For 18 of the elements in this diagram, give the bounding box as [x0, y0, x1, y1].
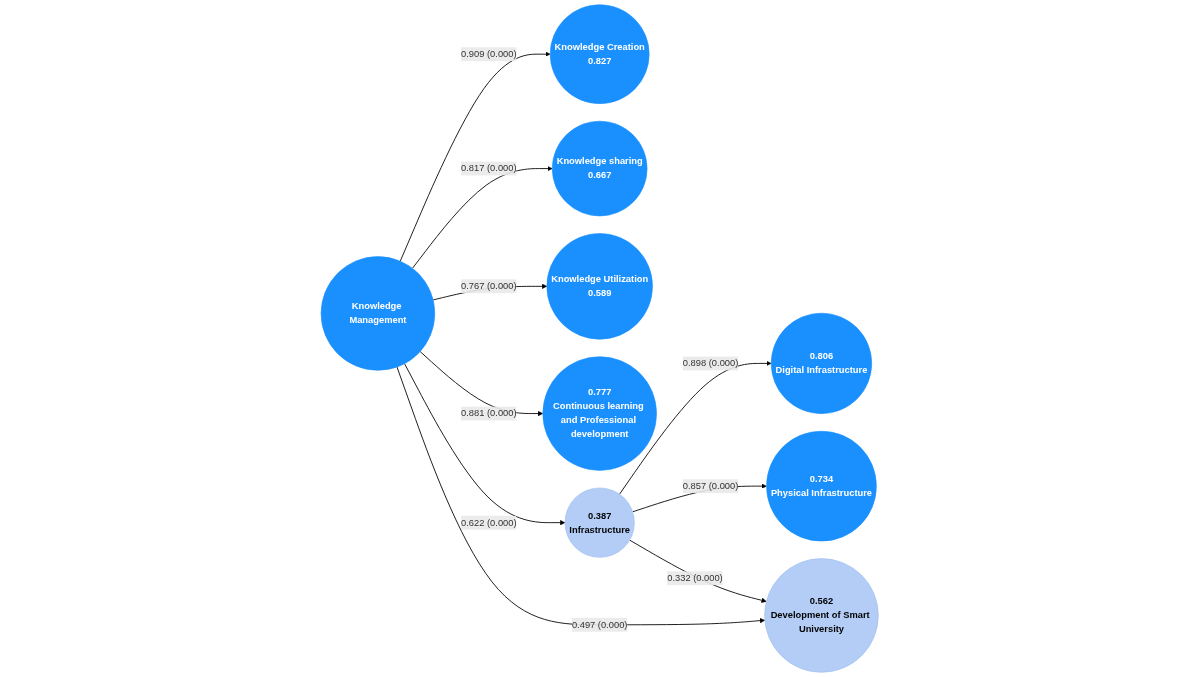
- edge-label: 0.767 (0.000): [460, 281, 517, 291]
- node-circle: Knowledge Creation 0.827: [549, 4, 650, 104]
- node-circle: 0.562 Development of Smart University: [764, 558, 879, 673]
- edge-label: 0.497 (0.000): [571, 619, 628, 630]
- edge-label: 0.622 (0.000): [460, 517, 517, 528]
- node-circle: 0.387 Infrastructure: [564, 487, 635, 558]
- node-circle: 0.777 Continuous learning and Professional development: [542, 356, 657, 471]
- node-circle: 0.806 Digital Infrastructure: [770, 312, 872, 414]
- node-circle: Knowledge Management: [320, 256, 435, 371]
- edge-label: 0.898 (0.000): [682, 358, 739, 369]
- edge-label: 0.332 (0.000): [667, 572, 723, 583]
- node-circle: Knowledge sharing 0.667: [551, 120, 648, 217]
- node-circle: 0.734 Physical Infrastructure: [766, 430, 877, 542]
- edge-label: 0.881 (0.000): [460, 408, 517, 419]
- edge-label: 0.909 (0.000): [460, 48, 517, 59]
- edge-label: 0.857 (0.000): [682, 480, 739, 491]
- edge-label: 0.817 (0.000): [460, 163, 517, 174]
- node-circle: Knowledge Utilization 0.589: [546, 233, 653, 340]
